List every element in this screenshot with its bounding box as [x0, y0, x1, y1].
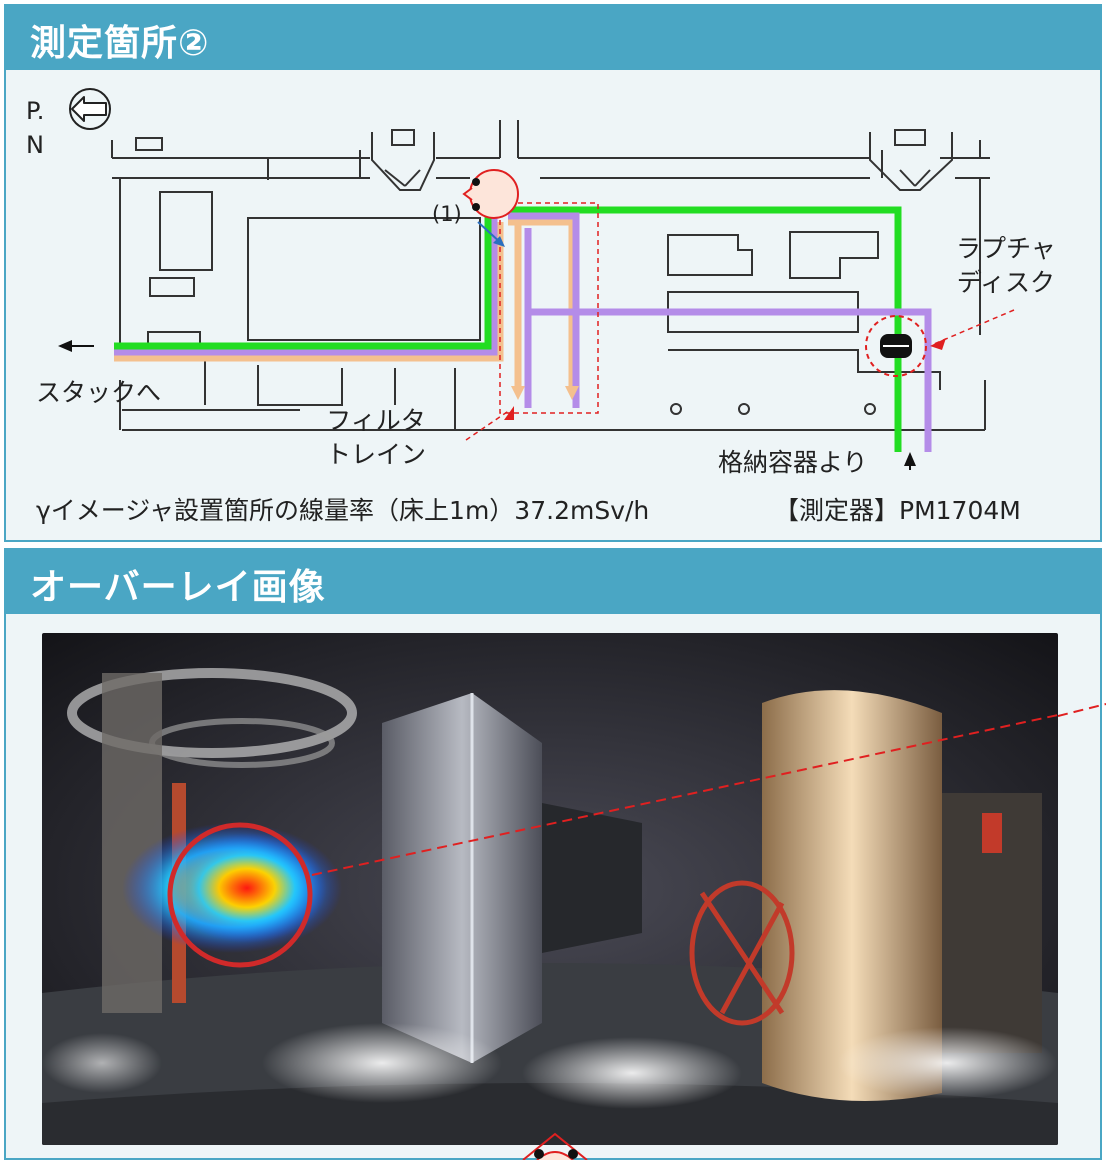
from-container-label: 格納容器より: [718, 448, 868, 477]
floor-plan: [58, 120, 1015, 470]
overlay-panorama-image: [42, 633, 1058, 1145]
point-label: (1): [432, 202, 462, 226]
section-title: 測定箇所②: [30, 23, 210, 64]
to-stack-label: スタックへ: [36, 378, 162, 407]
north-arrow-icon: [69, 88, 111, 130]
instrument-text: 【測定器】PM1704M: [774, 496, 1021, 525]
section-header-measurement: 測定箇所②: [4, 4, 1102, 70]
imager-position-icon: [522, 1132, 588, 1160]
compass-label: P. N: [26, 97, 45, 159]
filter-train-label: フィルタ トレイン: [326, 406, 427, 469]
dose-rate-text: γイメージャ設置箇所の線量率（床上1m）37.2mSv/h: [36, 496, 650, 525]
section-title: オーバーレイ画像: [30, 567, 326, 608]
section-header-overlay: オーバーレイ画像: [4, 548, 1102, 614]
rupture-disk-label: ラプチャ ディスク: [956, 234, 1056, 297]
measurement-panel: [4, 4, 1102, 542]
dashed-leader-exit: [1058, 703, 1106, 717]
